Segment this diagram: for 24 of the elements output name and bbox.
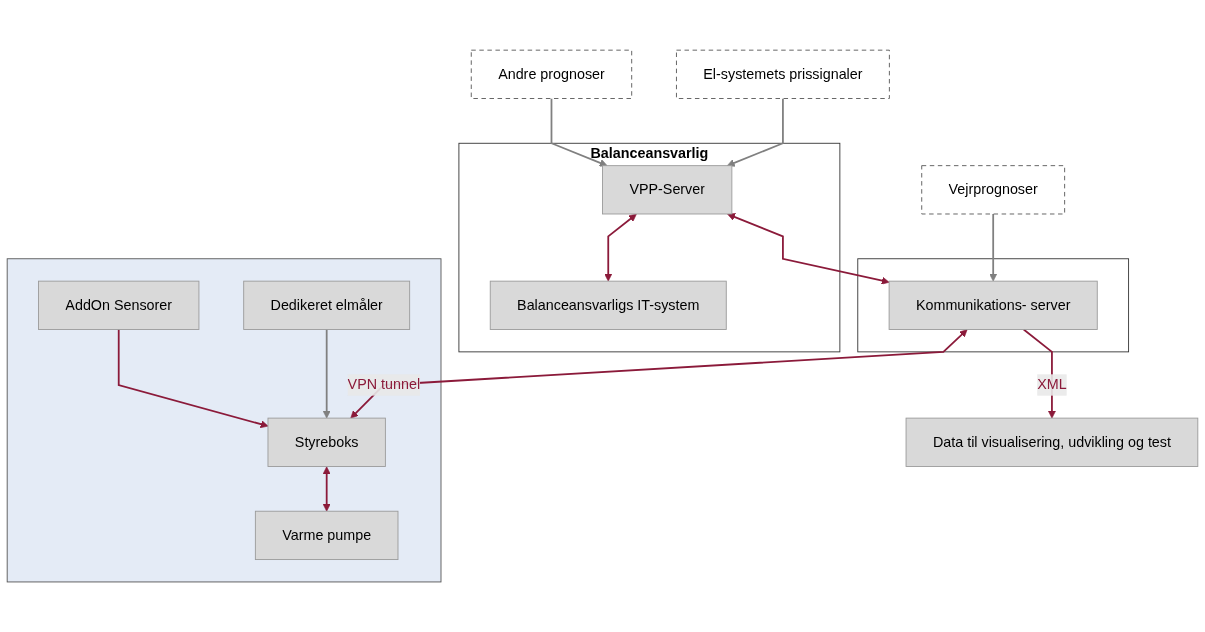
cluster (6, 258, 442, 583)
node-box: AddOn Sensorer (38, 280, 200, 330)
edge-label: VPN tunnel (347, 376, 421, 393)
arrow (350, 329, 968, 419)
arrow (117, 328, 269, 428)
arrow (989, 213, 998, 282)
node-box: Data til visualisering, udvikling og test (905, 417, 1199, 467)
node-box: Vejrprognoser (921, 165, 1066, 215)
node-box: El-systemets prissignaler (676, 49, 890, 99)
node-box: Varme pumpe (254, 510, 399, 560)
cluster (857, 258, 1130, 353)
arrow (322, 466, 331, 512)
arrow (604, 213, 637, 282)
node-box: Kommunikations- server (888, 280, 1098, 330)
node-box: Balanceansvarligs IT-system (489, 280, 727, 330)
arrow (550, 97, 608, 167)
node-box: Dedikeret elmåler (243, 280, 411, 330)
arrow (727, 213, 890, 285)
node-box: VPP-Server (602, 165, 733, 215)
edge-label: XML (1037, 376, 1067, 393)
arrow (726, 97, 784, 167)
arrow (322, 328, 331, 419)
node-box: Styreboks (267, 417, 386, 467)
node-box: Andre prognoser (470, 49, 633, 99)
